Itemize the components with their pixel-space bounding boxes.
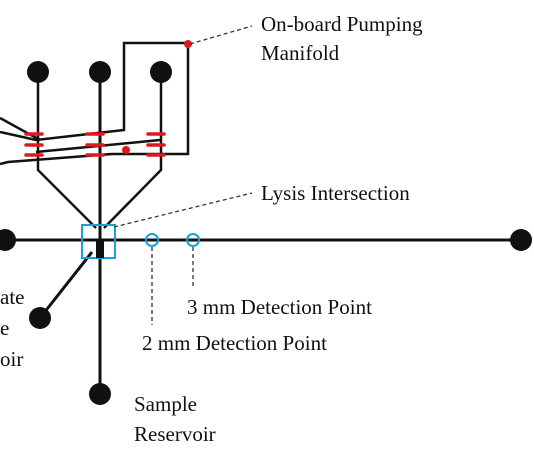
manifold-port-dot <box>184 40 192 48</box>
manifold-channel-diag <box>0 116 41 142</box>
detection-point-3mm <box>186 233 200 247</box>
leader-lysis <box>113 192 253 228</box>
reservoir-top-left <box>27 61 49 83</box>
label-3mm-detection: 3 mm Detection Point <box>187 295 372 319</box>
label-left-cut-line1: ate <box>0 285 24 309</box>
valve-dot <box>122 146 130 154</box>
label-lysis-intersection: Lysis Intersection <box>261 181 410 205</box>
reagent-channel-right <box>103 72 163 229</box>
label-sample-line1: Sample <box>134 392 197 416</box>
label-manifold-line1: On-board Pumping <box>261 12 423 36</box>
reservoir-top-right <box>150 61 172 83</box>
reservoir-top-center <box>89 61 111 83</box>
intersection-core <box>96 240 104 258</box>
label-2mm-detection: 2 mm Detection Point <box>142 331 327 355</box>
reservoir-left <box>0 229 16 251</box>
leader-manifold <box>189 25 253 45</box>
sample-reservoir <box>89 383 111 405</box>
reservoir-lower-left <box>29 307 51 329</box>
pump-valves <box>24 132 166 157</box>
label-left-cut-line3: oir <box>0 347 23 371</box>
reservoir-right-waste <box>510 229 532 251</box>
label-left-cut-line2: e <box>0 316 9 340</box>
label-sample-line2: Reservoir <box>134 422 216 446</box>
substrate-channel <box>38 251 94 319</box>
reagent-channel-left <box>36 72 97 229</box>
label-manifold-line2: Manifold <box>261 41 340 65</box>
detection-point-2mm <box>145 233 159 247</box>
